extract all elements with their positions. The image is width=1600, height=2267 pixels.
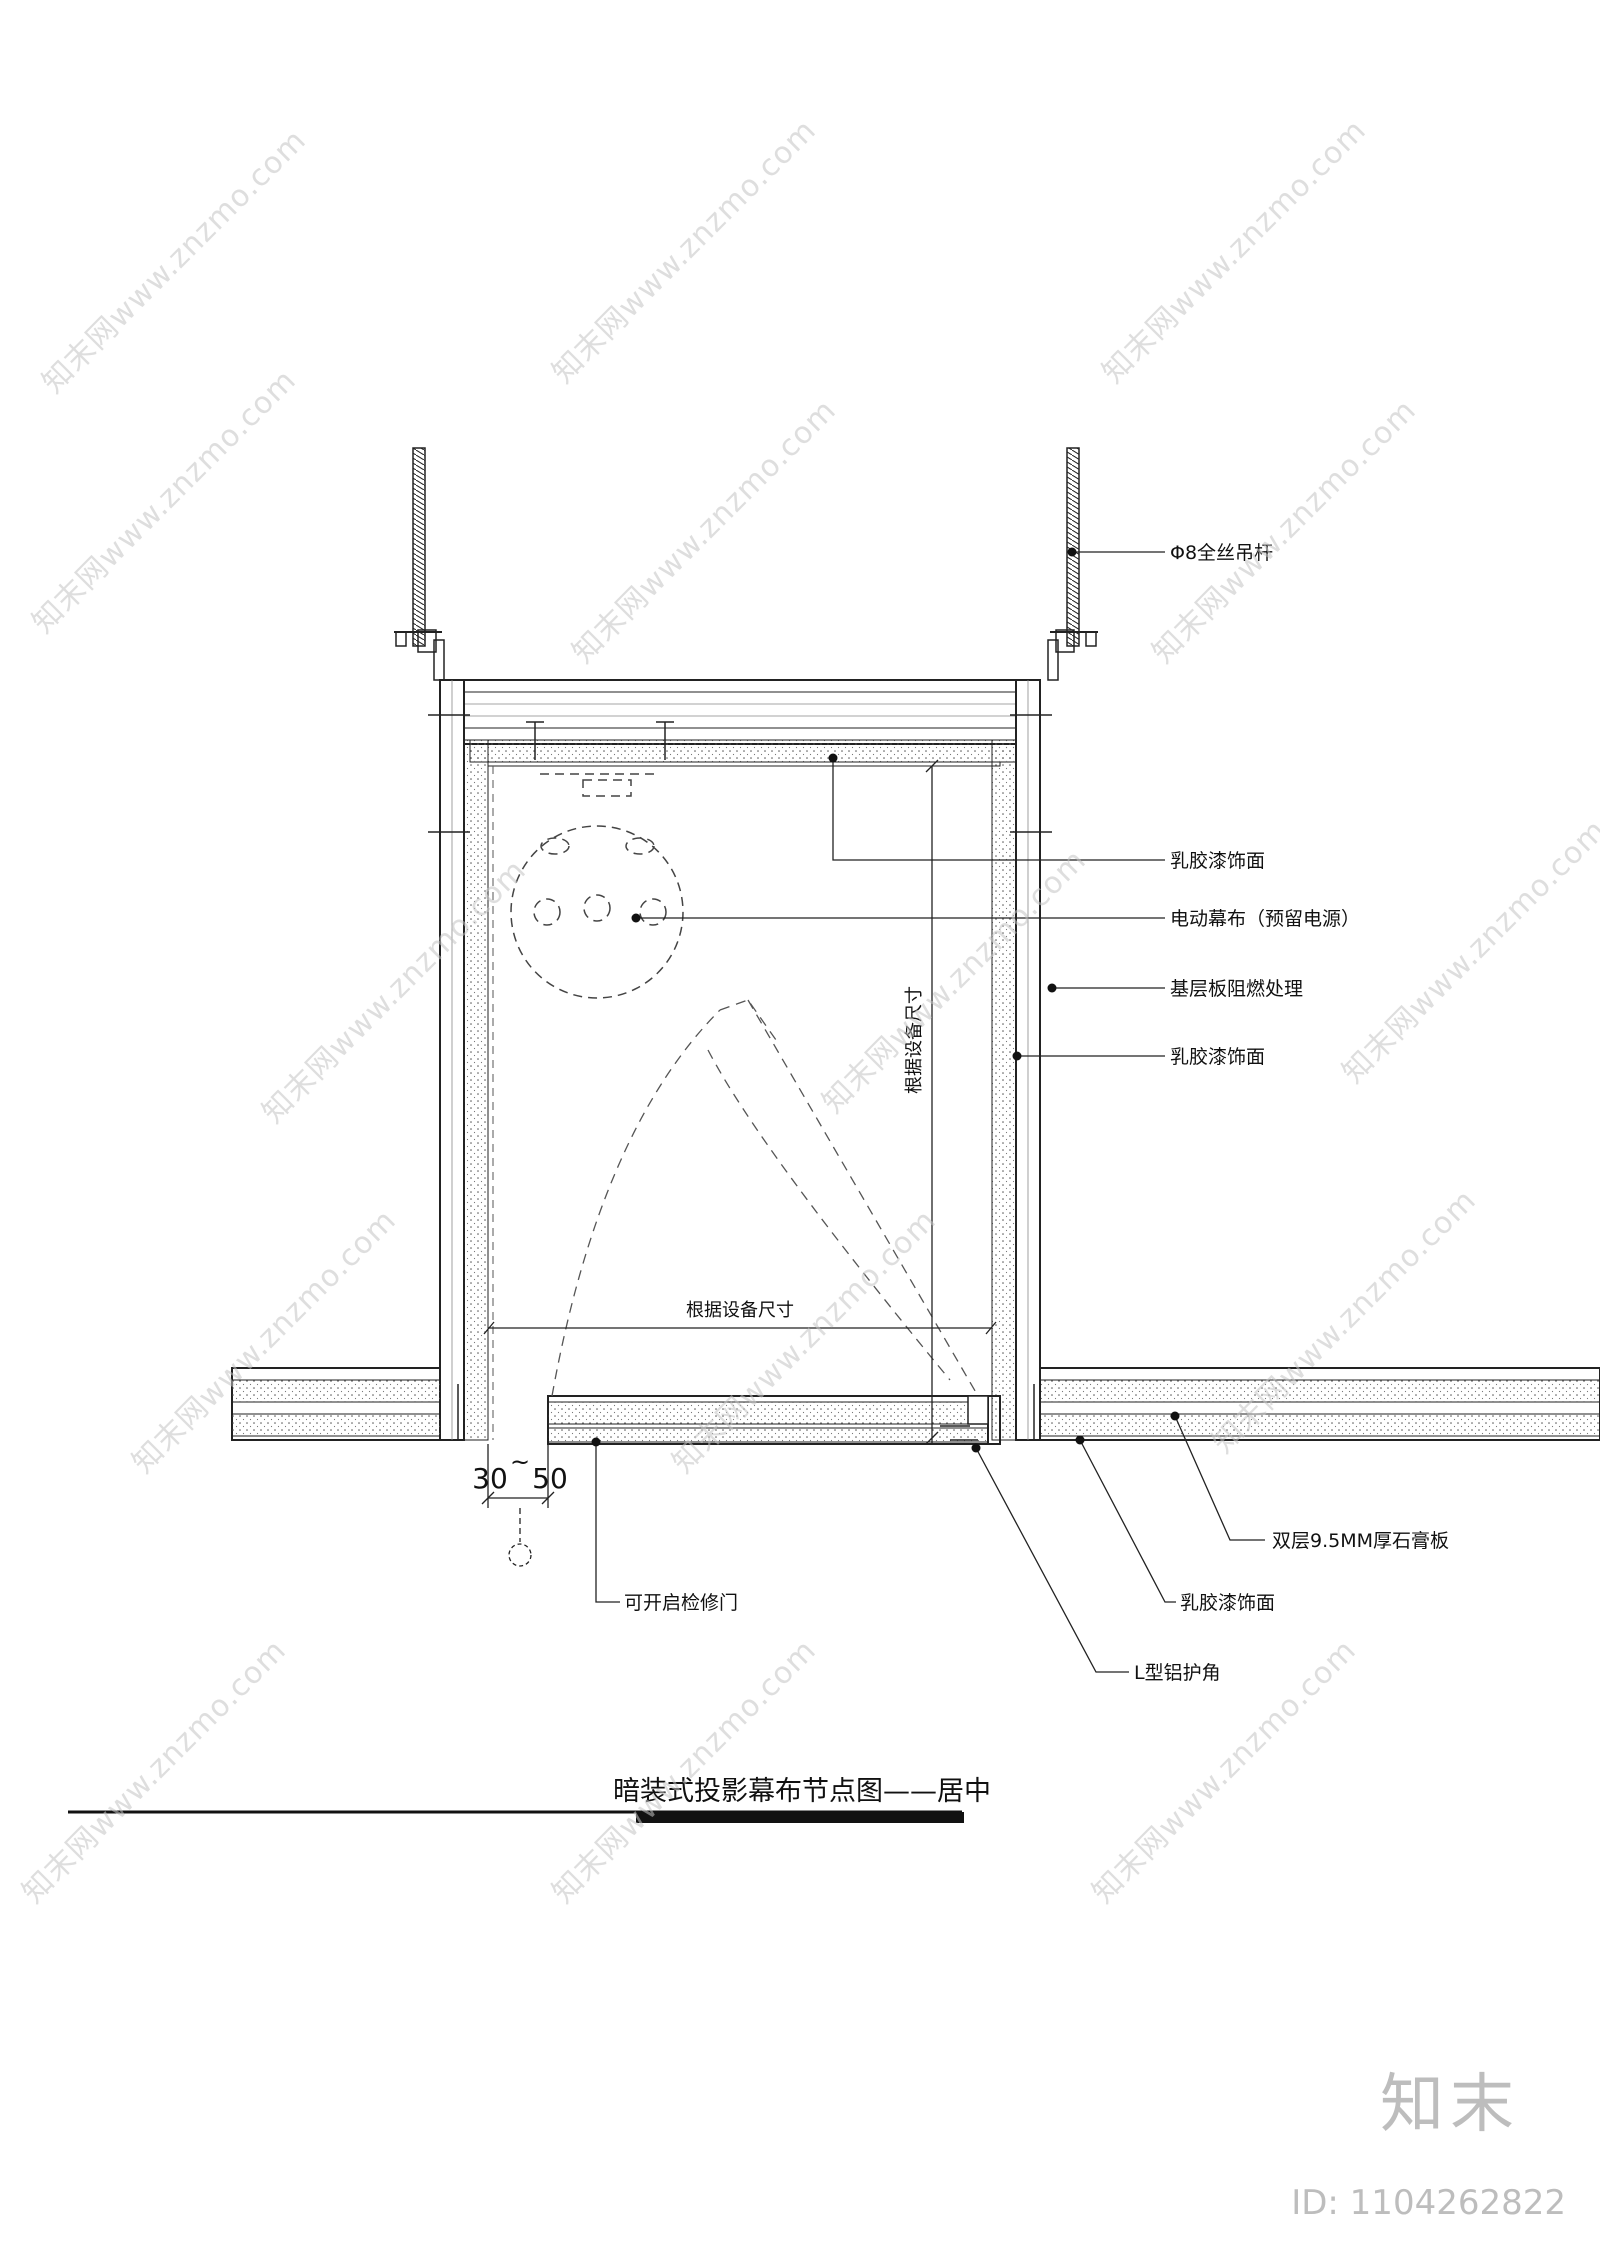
title-underline-thick: [636, 1812, 964, 1823]
label-latex-finish-top: 乳胶漆饰面: [1170, 850, 1265, 872]
label-access-door: 可开启检修门: [624, 1592, 738, 1614]
gap-separator: ~: [510, 1448, 530, 1476]
access-door: [547, 1395, 989, 1445]
box-top-boards: [439, 679, 1041, 767]
leader-lines: [595, 551, 1265, 1673]
hanger-rod-left: [394, 447, 445, 681]
ceiling-right: [1039, 1367, 1600, 1441]
dimension-horizontal-label: 根据设备尺寸: [686, 1300, 794, 1321]
gap-value-a: 30: [472, 1462, 508, 1495]
screws: [424, 714, 1073, 1440]
drawing-title: 暗装式投影幕布节点图——居中: [613, 1776, 991, 1807]
motorized-screen: [510, 773, 684, 999]
dimension-horizontal: [483, 1321, 997, 1335]
label-l-corner-guard: L型铝护角: [1134, 1662, 1221, 1684]
label-latex-finish-bottom: 乳胶漆饰面: [1180, 1592, 1275, 1614]
l-corner-guard: [940, 1395, 1001, 1445]
gap-value-b: 50: [532, 1462, 568, 1495]
dimension-gap: [481, 1444, 555, 1567]
leader-dots: [591, 547, 1180, 1453]
watermark-brand: 知末: [1380, 2068, 1520, 2142]
dimension-vertical-label: 根据设备尺寸: [904, 986, 925, 1094]
label-latex-finish-side: 乳胶漆饰面: [1170, 1046, 1265, 1068]
door-swing-path: [551, 999, 979, 1397]
label-gypsum-board: 双层9.5MM厚石膏板: [1272, 1529, 1449, 1552]
hanger-rod-right: [1047, 447, 1098, 681]
ceiling-left: [231, 1367, 441, 1441]
label-motorized-screen: 电动幕布（预留电源）: [1170, 908, 1360, 930]
box-wall-left: [439, 679, 494, 1441]
label-hanger-rod: Φ8全丝吊杆: [1170, 542, 1273, 564]
image-id: ID: 1104262822: [1291, 2183, 1566, 2223]
label-base-board: 基层板阻燃处理: [1170, 978, 1303, 1000]
dimension-vertical: [925, 759, 939, 1445]
